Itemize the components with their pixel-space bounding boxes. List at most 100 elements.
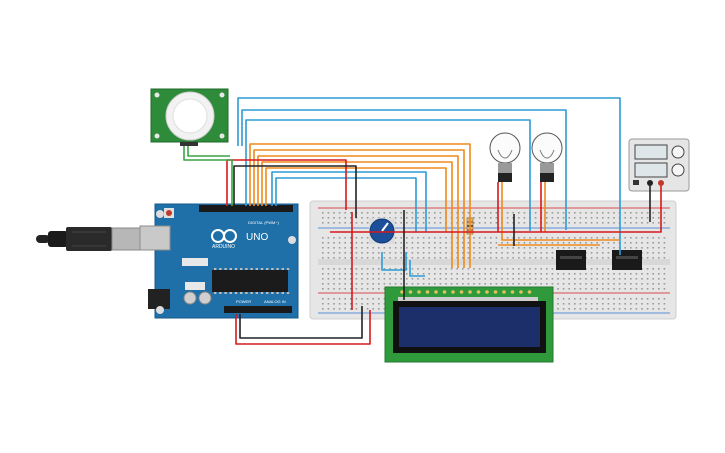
breadboard-hole [327, 212, 330, 214]
breadboard-hole [652, 212, 654, 214]
breadboard-hole [434, 247, 436, 249]
breadboard-hole [546, 247, 548, 249]
breadboard-hole [327, 257, 330, 259]
breadboard-hole [355, 298, 358, 300]
breadboard-hole [652, 222, 654, 224]
breadboard-hole [473, 237, 475, 239]
breadboard-hole [467, 283, 470, 285]
breadboard-hole [394, 247, 397, 249]
breadboard-hole [607, 237, 610, 239]
breadboard-hole [344, 252, 346, 254]
breadboard-hole [411, 222, 414, 224]
breadboard-hole [338, 242, 341, 244]
breadboard-hole [350, 283, 352, 285]
breadboard-hole [495, 242, 498, 244]
breadboard-hole [322, 212, 324, 214]
breadboard-hole [344, 237, 346, 239]
breadboard-hole [422, 257, 425, 259]
breadboard-hole [322, 308, 324, 310]
breadboard-hole [506, 283, 509, 285]
breadboard-hole [596, 252, 598, 254]
breadboard-hole [641, 242, 643, 244]
breadboard-hole [322, 288, 324, 290]
breadboard-hole [658, 303, 660, 305]
breadboard-hole [428, 257, 430, 259]
breadboard-hole [529, 247, 531, 249]
breadboard-hole [518, 237, 520, 239]
chip-pin [266, 292, 269, 294]
breadboard-hole [428, 283, 430, 285]
breadboard-hole [568, 222, 570, 224]
breadboard-hole [602, 303, 604, 305]
breadboard-hole [607, 283, 610, 285]
lcd-pin [468, 290, 472, 294]
chip-pin [234, 292, 238, 294]
breadboard-hole [540, 278, 542, 280]
breadboard-hole [338, 288, 341, 290]
breadboard-hole [512, 273, 514, 275]
breadboard-hole [518, 252, 520, 254]
breadboard-hole [445, 247, 447, 249]
breadboard-hole [568, 237, 570, 239]
breadboard-hole [590, 298, 593, 300]
breadboard-hole [546, 283, 548, 285]
breadboard-hole [383, 298, 386, 300]
breadboard-hole [602, 242, 604, 244]
breadboard-hole [422, 268, 425, 270]
breadboard-hole [378, 247, 380, 249]
breadboard-hole [361, 283, 363, 285]
breadboard-hole [652, 308, 654, 310]
breadboard-hole [333, 288, 335, 290]
breadboard-hole [658, 268, 660, 270]
breadboard-hole [434, 283, 436, 285]
breadboard-hole [361, 217, 363, 219]
breadboard-hole [322, 298, 324, 300]
breadboard-hole [630, 217, 632, 219]
breadboard-hole [344, 212, 346, 214]
breadboard-hole [378, 257, 380, 259]
breadboard-hole [652, 268, 654, 270]
breadboard-hole [562, 288, 565, 290]
breadboard-hole [350, 212, 352, 214]
breadboard-hole [406, 217, 408, 219]
breadboard-hole [596, 273, 598, 275]
breadboard-hole [551, 273, 554, 275]
lcd-pin [442, 290, 447, 294]
breadboard-hole [663, 308, 666, 310]
pir-sensor [150, 88, 229, 146]
breadboard-hole [490, 268, 492, 270]
wire-blue [271, 171, 427, 232]
breadboard-hole [607, 252, 610, 254]
breadboard-hole [361, 273, 363, 275]
breadboard-hole [467, 257, 470, 259]
breadboard-hole [366, 303, 369, 305]
breadboard-hole [585, 247, 587, 249]
breadboard-hole [624, 278, 626, 280]
breadboard-hole [518, 222, 520, 224]
breadboard-hole [590, 283, 593, 285]
breadboard-hole [574, 283, 576, 285]
breadboard-hole [635, 283, 638, 285]
breadboard-hole [646, 252, 649, 254]
breadboard-hole [400, 278, 402, 280]
breadboard-hole [383, 268, 386, 270]
breadboard-hole [518, 247, 520, 249]
breadboard-hole [355, 288, 358, 290]
breadboard-hole [574, 278, 576, 280]
breadboard-hole [506, 247, 509, 249]
breadboard-hole [322, 303, 324, 305]
breadboard-hole [338, 298, 341, 300]
breadboard-hole [523, 217, 526, 219]
breadboard-hole [478, 278, 481, 280]
breadboard-hole [338, 283, 341, 285]
breadboard-hole [574, 303, 576, 305]
breadboard-hole [663, 217, 666, 219]
breadboard-hole [439, 217, 442, 219]
wire-black [233, 165, 357, 218]
breadboard-hole [450, 273, 453, 275]
breadboard-hole [383, 252, 386, 254]
breadboard-hole [568, 212, 570, 214]
breadboard-hole [557, 222, 559, 224]
breadboard-hole [596, 303, 598, 305]
breadboard-hole [490, 257, 492, 259]
